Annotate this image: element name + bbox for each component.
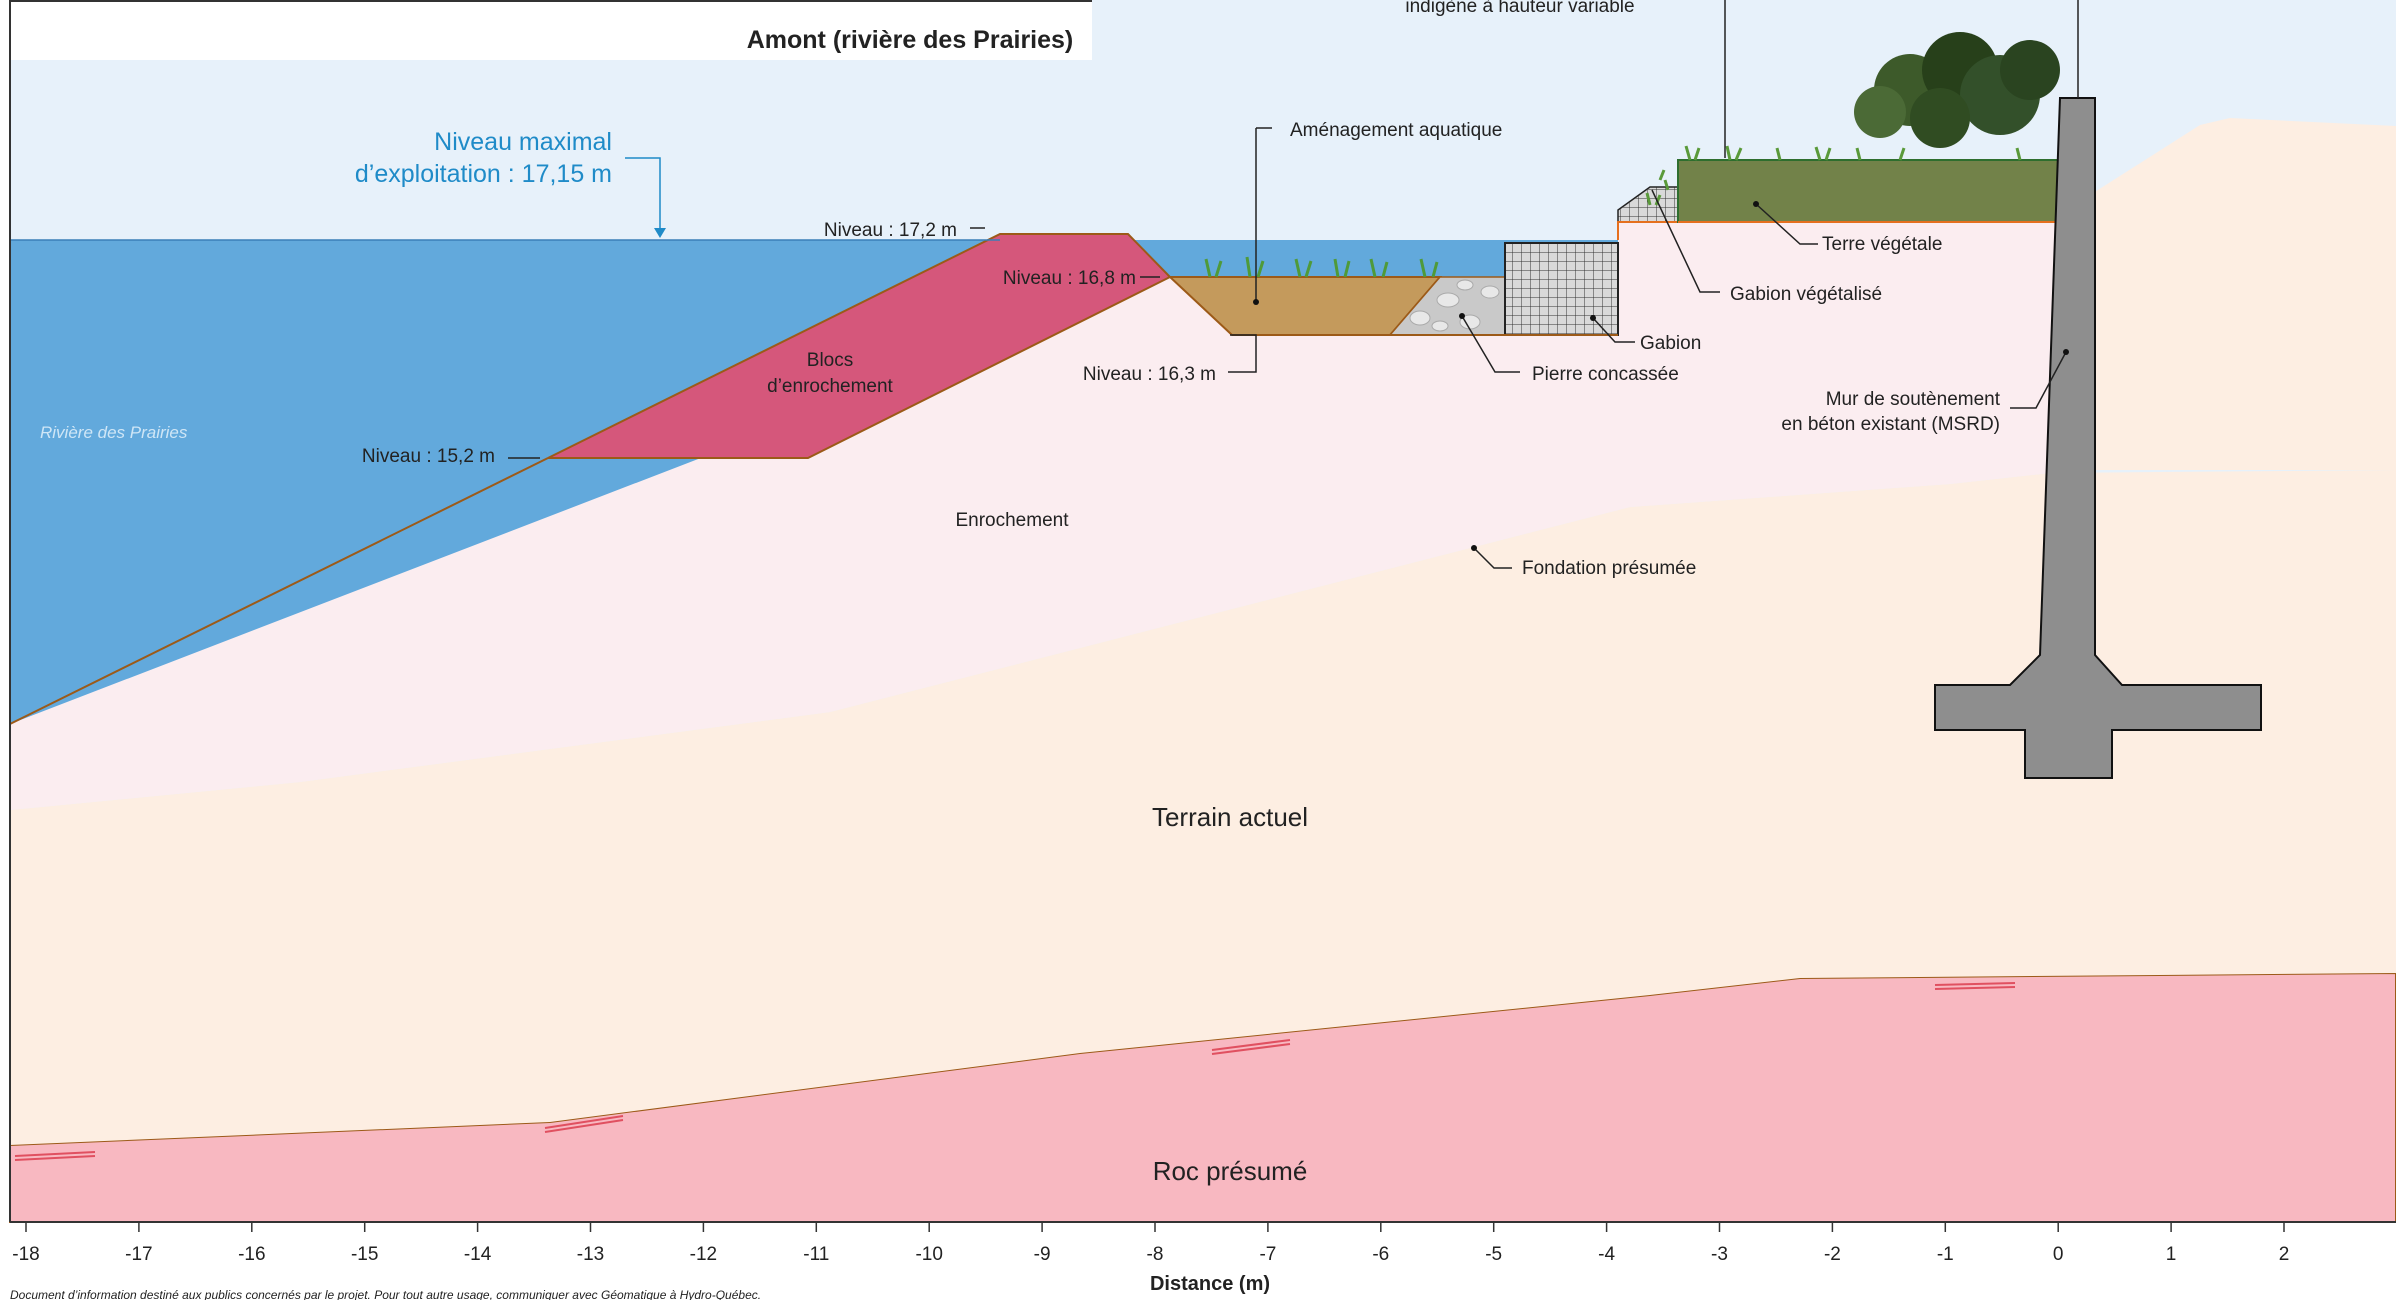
footer-note: Document d’information destiné aux publi…	[10, 1288, 761, 1300]
x-tick-label: -14	[464, 1244, 492, 1265]
x-tick-label: -10	[915, 1244, 942, 1265]
level-16-8: Niveau : 16,8 m	[1003, 268, 1136, 289]
leader-lines	[508, 0, 2079, 569]
slope-line	[9, 457, 549, 725]
gabion-block	[1504, 242, 1619, 336]
label-roc: Roc présumé	[1153, 1156, 1308, 1186]
level-17-2: Niveau : 17,2 m	[824, 220, 957, 241]
label-terrain: Terrain actuel	[1152, 802, 1308, 832]
leader-dots	[1253, 201, 2069, 551]
label-mur-2: en béton existant (MSRD)	[1781, 414, 2000, 435]
title-strip	[10, 0, 1092, 60]
label-blocs-2: d’enrochement	[767, 376, 893, 397]
x-tick-label: -15	[351, 1244, 378, 1265]
label-fondation: Fondation présumée	[1522, 558, 1696, 579]
x-tick-label: -9	[1034, 1244, 1051, 1265]
x-tick-label: -16	[238, 1244, 265, 1265]
x-tick-label: -1	[1937, 1244, 1954, 1265]
x-tick-label: -2	[1824, 1244, 1841, 1265]
label-pierre: Pierre concassée	[1532, 364, 1679, 385]
riprap-blocks	[547, 233, 1172, 459]
rock-hatch-marks	[14, 982, 2016, 1161]
terrain-upper	[2090, 118, 2396, 470]
level-15-2: Niveau : 15,2 m	[362, 446, 495, 467]
water-level-leader	[625, 157, 661, 232]
level-16-3: Niveau : 16,3 m	[1083, 364, 1216, 385]
label-amenagement: Aménagement aquatique	[1290, 120, 1502, 141]
x-tick-label: -8	[1147, 1244, 1164, 1265]
river-name: Rivière des Prairies	[40, 423, 188, 442]
x-tick-label: -6	[1372, 1244, 1389, 1265]
crushed-stone-texture	[1409, 279, 1500, 332]
x-axis-title: Distance (m)	[1150, 1273, 1270, 1295]
water-level-line1: Niveau maximal	[434, 128, 612, 156]
x-tick-label: -4	[1598, 1244, 1615, 1265]
x-axis-ticks: -18-17-16-15-14-13-12-11-10-9-8-7-6-5-4-…	[12, 1222, 2289, 1265]
diagram-title: Amont (rivière des Prairies)	[747, 26, 1074, 54]
water-area	[10, 240, 1618, 724]
x-tick-label: -13	[577, 1244, 604, 1265]
water-level-arrow	[654, 228, 666, 238]
aquatic-plants	[1204, 256, 1439, 278]
label-terre-vegetale: Terre végétale	[1822, 234, 1942, 255]
label-gabion-vegetalise: Gabion végétalisé	[1730, 284, 1882, 305]
enrochement-layer	[10, 195, 2090, 810]
topsoil	[1677, 159, 2061, 223]
x-tick-label: 0	[2053, 1244, 2064, 1265]
x-tick-label: -11	[803, 1244, 829, 1265]
water-level-line2: d’exploitation : 17,15 m	[355, 160, 612, 188]
truncated-top-label: indigène à hauteur variable	[1405, 0, 1634, 17]
x-tick-label: -7	[1259, 1244, 1276, 1265]
grass-top	[1645, 145, 2022, 206]
upper-step-line	[1617, 221, 1678, 240]
x-tick-label: -18	[12, 1244, 39, 1265]
terrain-layer	[10, 470, 2396, 1145]
tree-cluster	[1854, 32, 2060, 148]
x-tick-label: -12	[690, 1244, 717, 1265]
x-tick-label: -17	[125, 1244, 152, 1265]
x-tick-label: 1	[2166, 1244, 2177, 1265]
retaining-wall	[1934, 97, 2262, 779]
label-enrochement: Enrochement	[955, 510, 1069, 531]
label-gabion: Gabion	[1640, 333, 1701, 354]
label-mur-1: Mur de soutènement	[1826, 389, 2001, 410]
x-tick-label: -5	[1485, 1244, 1502, 1265]
label-blocs-1: Blocs	[807, 350, 853, 371]
x-tick-label: -3	[1711, 1244, 1728, 1265]
x-tick-label: 2	[2279, 1244, 2290, 1265]
